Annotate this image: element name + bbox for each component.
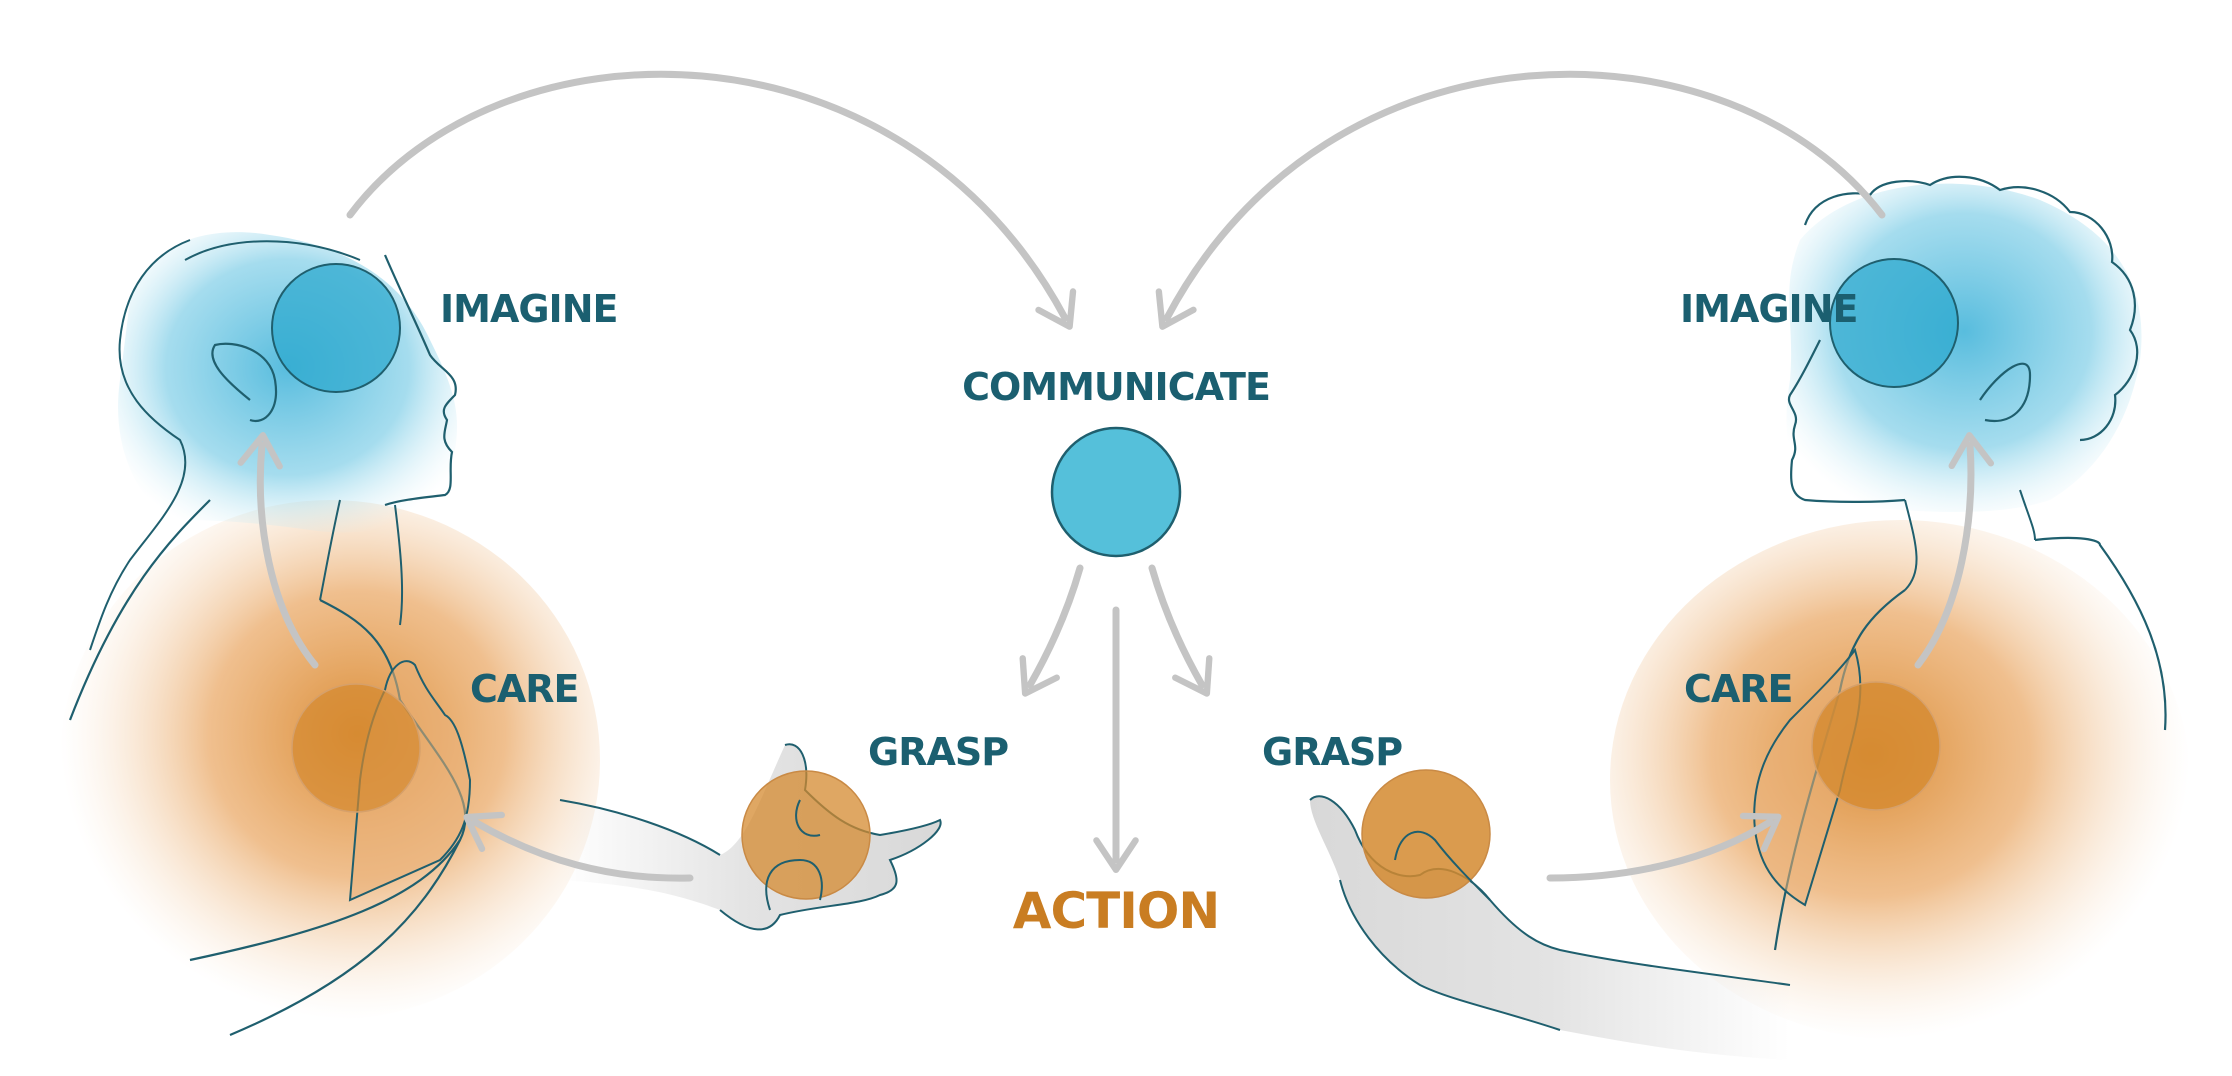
left-grasp-fingers xyxy=(765,799,823,911)
arrow-right-care-to-imagine xyxy=(1914,432,1995,669)
left-hair-outline xyxy=(89,239,191,651)
left-ear xyxy=(211,342,278,423)
arrow-communicate-to-grasp-right xyxy=(1148,564,1213,697)
label-imagine-right: IMAGINE xyxy=(1680,287,1857,331)
left-face-profile xyxy=(383,254,457,507)
labels: IMAGINE CARE GRASP COMMUNICATE ACTION GR… xyxy=(440,287,1858,940)
arrows xyxy=(237,70,1995,882)
label-care-left: CARE xyxy=(470,667,579,711)
arrow-top-left-arc xyxy=(346,70,1077,330)
right-grasp-thumb xyxy=(1394,830,1491,901)
right-hair-outline xyxy=(1803,175,2139,442)
label-imagine-left: IMAGINE xyxy=(440,287,617,331)
arrow-grasp-to-care-left xyxy=(463,811,694,882)
right-face-profile xyxy=(1787,339,1906,503)
node-care-right xyxy=(1811,681,1941,811)
label-care-right: CARE xyxy=(1684,667,1793,711)
label-grasp-right: GRASP xyxy=(1262,730,1402,774)
label-grasp-left: GRASP xyxy=(868,730,1008,774)
left-hair-strand xyxy=(184,240,361,261)
arrow-communicate-to-grasp-left xyxy=(1019,564,1084,697)
arrow-grasp-to-care-right xyxy=(1546,812,1782,882)
node-imagine-right xyxy=(1829,258,1959,388)
right-ear xyxy=(1979,362,2032,422)
label-action: ACTION xyxy=(1013,882,1219,940)
left-head-glow xyxy=(118,232,458,533)
arrow-top-right-arc xyxy=(1155,70,1886,330)
left-torso xyxy=(68,499,467,1037)
left-neck xyxy=(319,499,404,626)
node-imagine-left xyxy=(271,263,401,393)
label-communicate: COMMUNICATE xyxy=(962,365,1270,409)
node-communicate xyxy=(1050,426,1182,558)
right-neck xyxy=(1904,489,2036,591)
node-care-left xyxy=(291,683,421,813)
arrow-left-care-to-imagine xyxy=(237,432,319,669)
